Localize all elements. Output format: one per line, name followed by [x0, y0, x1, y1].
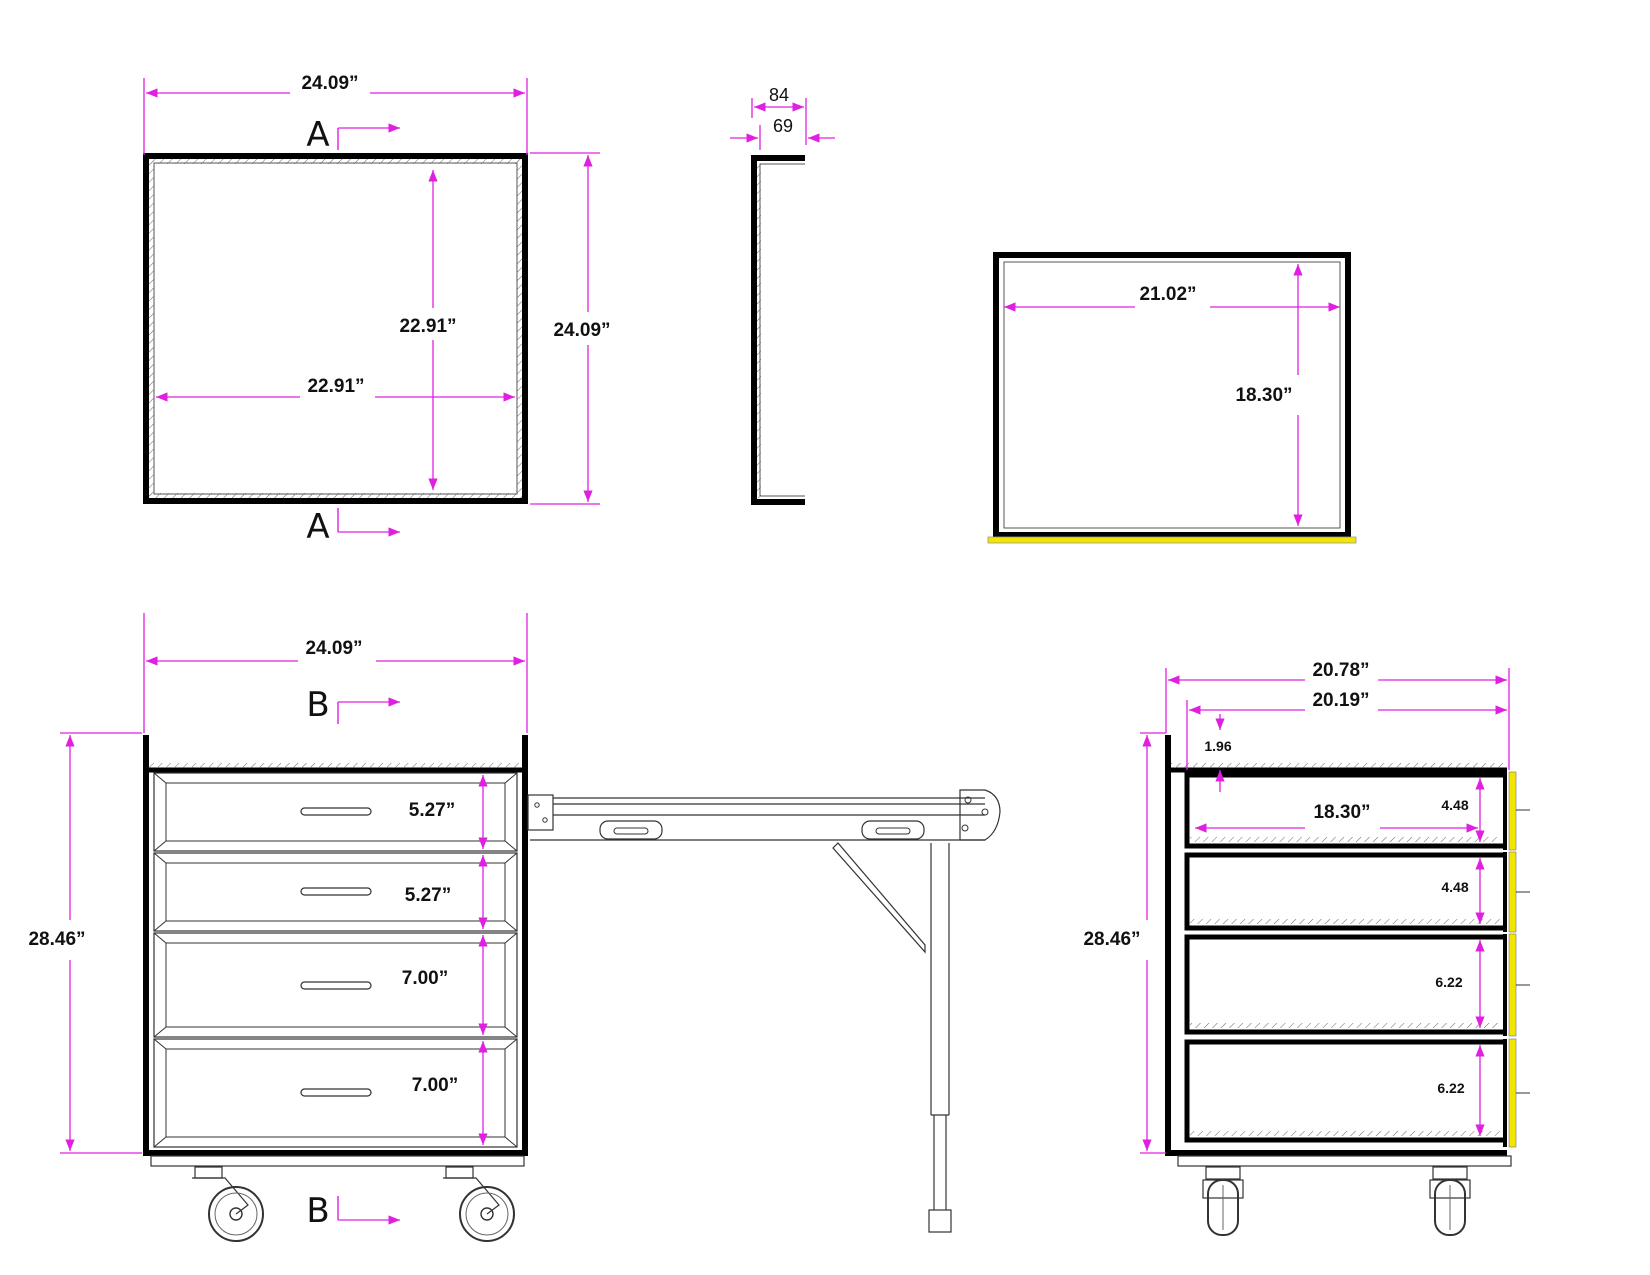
drawer-handle[interactable] — [300, 981, 372, 990]
section-inner-width: 20.19” — [1312, 690, 1369, 711]
section-b-label-top: B — [306, 685, 329, 725]
top-view-inner-width: 22.91” — [307, 376, 364, 397]
section-caster-right — [1429, 1166, 1471, 1236]
section-b-label-bottom: B — [306, 1191, 329, 1231]
top-view: 24.09” 24.09” 22.91” 22.91” A A — [143, 73, 611, 547]
profile-outer-dim: 84 — [769, 85, 789, 105]
top-view-inner-wall — [153, 162, 518, 495]
section-drawer-1-height: 4.48 — [1441, 797, 1468, 813]
top-view-hatch-bottom — [149, 493, 522, 498]
section-view: 4.48 4.48 6.22 6.22 18.30” 20.78” 20.19”… — [1083, 660, 1530, 1236]
section-overall-height: 28.46” — [1083, 929, 1140, 950]
front-cabinet-outline — [143, 735, 528, 1156]
fold-out-table — [527, 789, 1001, 1233]
drawer-view-depth: 18.30” — [1235, 385, 1292, 406]
side-profile-hatch — [757, 162, 761, 498]
section-drawer-2-height: 4.48 — [1441, 879, 1468, 895]
drawer-handle[interactable] — [300, 1088, 372, 1097]
table-handle-right[interactable] — [861, 820, 925, 840]
front-caster-left — [192, 1166, 264, 1242]
table-end-cap — [959, 789, 1001, 841]
front-drawer-1-height: 5.27” — [409, 800, 455, 821]
drawer-view-inner — [1003, 261, 1341, 529]
front-drawer-3-height: 7.00” — [402, 968, 448, 989]
front-view-overall-width: 24.09” — [305, 638, 362, 659]
front-drawer-1[interactable] — [153, 772, 518, 852]
section-drawer-4 — [1184, 1038, 1530, 1148]
section-outline — [1165, 735, 1507, 1156]
front-drawer-2-height: 5.27” — [405, 885, 451, 906]
top-view-hatch-left — [149, 159, 154, 498]
table-hinge-bracket — [527, 794, 554, 831]
top-view-inner-height: 22.91” — [399, 316, 456, 337]
section-a-label-bottom: A — [306, 507, 329, 547]
side-profile-outline — [751, 155, 805, 505]
front-drawer-2[interactable] — [153, 852, 518, 932]
section-a-label-top: A — [306, 115, 329, 155]
front-drawer-3[interactable] — [153, 932, 518, 1038]
side-profile-inner — [759, 163, 805, 497]
section-top-gap: 1.96 — [1204, 738, 1231, 754]
table-leg-foot — [928, 1209, 952, 1233]
side-profile-view: 84 69 — [730, 85, 835, 505]
section-top-hatch — [1171, 763, 1504, 768]
table-brace — [832, 842, 926, 954]
drawer-view-width: 21.02” — [1139, 284, 1196, 305]
front-base-plate — [150, 1155, 525, 1167]
front-view: 5.27” 5.27” 7.00” 7.00” 24.09” — [28, 613, 528, 1242]
top-view-overall-height: 24.09” — [553, 320, 610, 341]
front-drawer-4-height: 7.00” — [412, 1075, 458, 1096]
drawer-view: 21.02” 18.30” — [987, 252, 1357, 544]
section-drawer-1 — [1184, 771, 1530, 851]
top-view-overall-width: 24.09” — [301, 73, 358, 94]
section-caster-left — [1202, 1166, 1244, 1236]
top-view-hatch-right — [517, 159, 522, 498]
section-base-plate — [1177, 1155, 1512, 1167]
table-handle-left[interactable] — [599, 820, 663, 840]
front-view-overall-height: 28.46” — [28, 929, 85, 950]
section-drawer-3-height: 6.22 — [1435, 974, 1462, 990]
top-view-hatch-top — [149, 159, 522, 164]
top-view-outline — [143, 153, 528, 504]
section-drawer-3 — [1184, 933, 1530, 1037]
front-drawer-4[interactable] — [153, 1038, 518, 1148]
drawer-handle[interactable] — [300, 887, 372, 896]
profile-inner-dim: 69 — [773, 116, 793, 136]
front-caster-right — [443, 1166, 515, 1242]
drawer-view-outline — [993, 252, 1351, 538]
section-drawer-4-height: 6.22 — [1437, 1080, 1464, 1096]
section-outer-width: 20.78” — [1312, 660, 1369, 681]
drawer-front-strip — [987, 536, 1357, 544]
section-drawer-2 — [1184, 851, 1530, 933]
section-drawer-depth: 18.30” — [1313, 802, 1370, 823]
front-top-hatch — [149, 763, 522, 768]
drawer-handle[interactable] — [300, 807, 372, 816]
